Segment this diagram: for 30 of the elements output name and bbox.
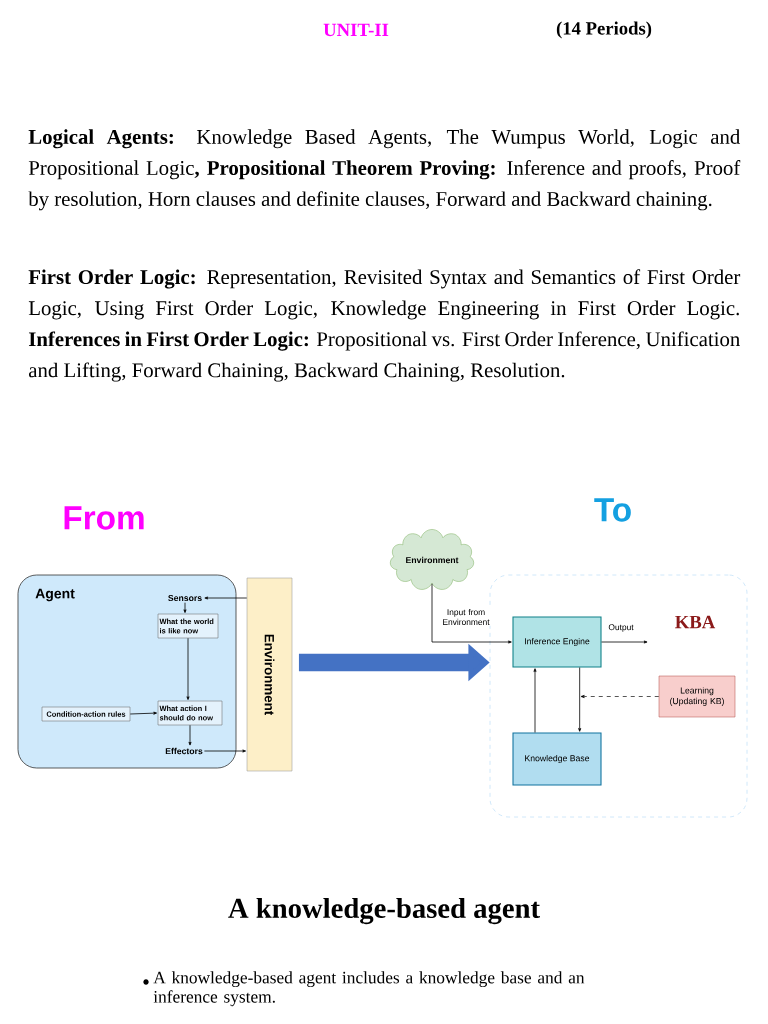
arrow: [186, 637, 190, 700]
edge-label: Output: [604, 623, 638, 633]
process-box: Inference Engine: [512, 616, 602, 668]
arrow: [129, 711, 157, 715]
arrow: [204, 749, 246, 753]
arrow: [188, 724, 192, 746]
text-label: Effectors: [165, 747, 203, 755]
bullet-text: A knowledge-based agent includes a knowledge base and an inference system.: [153, 971, 585, 1007]
panel-title: KBA: [675, 615, 716, 629]
arrow: [580, 694, 660, 699]
arrow: [601, 640, 648, 644]
edge-label: Input from Environment: [437, 608, 495, 626]
arrow: [204, 596, 248, 600]
paragraph: First Order Logic: Representation, Revisited Syntax and Semantics of First Order Logic, Using First Order Logic, Knowledge Engineering in First Order Logic. Inferences in First Order Logic: Propositional vs. First Order Inference, Unification and Lifting, Forward Chaining, Backward Chaining, Resolution.: [28, 269, 741, 382]
section-heading: A knowledge-based agent: [228, 897, 540, 925]
panel-title: Agent: [35, 588, 75, 602]
text-label: Sensors: [168, 594, 202, 602]
process-box: Learning (Updating KB): [658, 675, 736, 718]
to-heading: To: [594, 498, 631, 522]
process-box: Knowledge Base: [512, 732, 602, 786]
arrow: [183, 602, 187, 613]
arrow: [578, 667, 582, 732]
arrow: [533, 668, 537, 733]
unit-heading: UNIT-II: [323, 23, 389, 37]
environment-band: Environment: [246, 577, 293, 772]
environment-cloud: Environment: [390, 529, 474, 590]
from-heading: From: [64, 506, 144, 530]
periods-text: (14 Periods): [556, 21, 652, 39]
arrow: [431, 583, 512, 644]
paragraph: Logical Agents: Knowledge Based Agents, The Wumpus World, Logic and Propositional Logic, Propositional Theorem Proving: Inference and proofs, Proof by resolution, Horn clauses and definite clauses, Forward and Backward chaining.: [28, 129, 741, 211]
